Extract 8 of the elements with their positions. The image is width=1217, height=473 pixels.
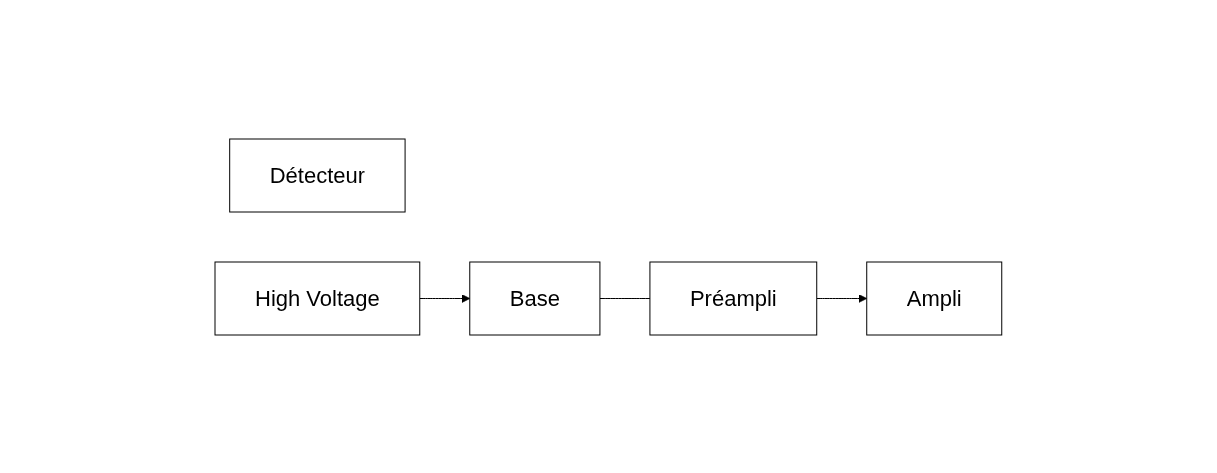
arrow xyxy=(816,293,868,303)
connector xyxy=(599,297,651,299)
node-box: Ampli xyxy=(866,261,1003,335)
node-box: Base xyxy=(469,261,601,335)
node-box: Détecteur xyxy=(229,138,406,212)
arrow xyxy=(419,293,471,303)
node-box: Préampli xyxy=(649,261,818,335)
node-box: High Voltage xyxy=(214,261,421,335)
